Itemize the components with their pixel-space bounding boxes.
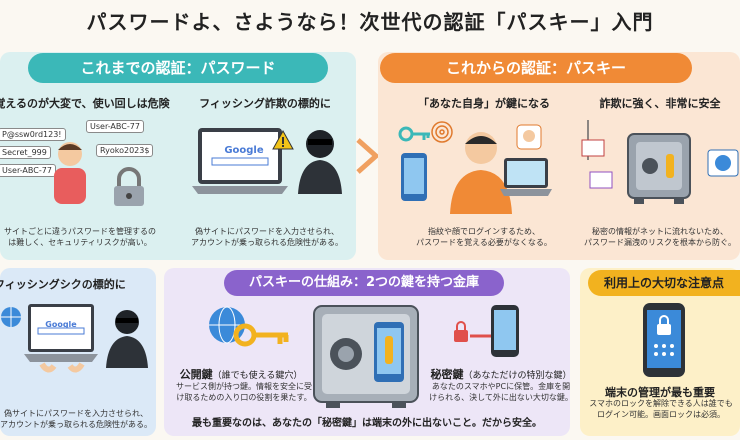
laptop-icon <box>24 304 98 373</box>
phishing-box: フィッシングシクの標的に Google 偽サイトにパスワードを入力させられ、 ア… <box>0 268 156 436</box>
caution-note-1: スマホのロックを解除できる人は誰でも <box>589 399 733 408</box>
warning-icon <box>272 129 294 150</box>
memorize-caption: 覚えるのが大変で、使い回しは危険 <box>0 97 170 110</box>
hacker-icon <box>298 130 342 194</box>
safe-icon <box>313 305 419 408</box>
globe-icon <box>1 307 21 327</box>
biometric-caption: 「あなた自身」が鍵になる <box>418 97 550 110</box>
public-key-label: 公開鍵（誰でも使える鍵穴） <box>176 366 306 382</box>
smartphone-icon <box>401 153 427 201</box>
safe-icon <box>627 133 691 204</box>
fingerprint-icon <box>431 121 453 143</box>
phishing-box-note-1: 偽サイトにパスワードを入力させられ、 <box>3 409 149 418</box>
secure-note-2: パスワード漏洩のリスクを根本から防ぐ。 <box>584 238 736 247</box>
google-logo: Google <box>224 145 264 156</box>
phishing-caption: フィッシング詐欺の標的に <box>199 97 331 110</box>
confused-person-icon <box>54 142 86 204</box>
google-logo: Google <box>45 320 77 329</box>
biometric-note-1: 指紋や顔でログインするため、 <box>428 227 540 236</box>
hacker-icon <box>106 310 148 368</box>
password-tag-5: User-ABC-77 <box>0 164 56 177</box>
secure-note-1: 秘密の情報がネットに流れないため、 <box>592 227 728 236</box>
public-key-note-1: サービス側が持つ鍵。情報を安全に受 <box>176 382 312 391</box>
public-key-title: 公開鍵 <box>179 368 213 381</box>
password-tag-3: Secret_999 <box>0 146 51 159</box>
private-key-title: 秘密鍵 <box>430 368 464 381</box>
password-tag-4: Ryoko2023$ <box>96 144 154 157</box>
fishing-hook-icon <box>581 120 613 189</box>
password-tag-1: P@ssw0rd123! <box>0 128 66 141</box>
secure-caption: 詐欺に強く、非常に安全 <box>599 97 721 110</box>
caution-banner: 利用上の大切な注意点 <box>588 270 740 296</box>
phishing-note-1: 偽サイトにパスワードを入力させられ、 <box>194 227 340 236</box>
public-key-note-2: け取るための入り口の役割を果たす。 <box>176 393 312 402</box>
person-icon <box>450 132 512 214</box>
arrow-right-icon <box>356 138 380 174</box>
private-key-note-2: けられる、決して外に出ない大切な鍵。 <box>429 393 573 402</box>
smartphone-lock-icon <box>643 303 685 377</box>
mechanism-banner: パスキーの仕組み：2つの鍵を持つ金庫 <box>224 270 504 296</box>
private-key-label: 秘密鍵（あなただけの特別な鍵） <box>428 366 574 382</box>
key-icon <box>398 126 430 142</box>
phishing-box-note-2: アカウントが乗っ取られる危険性がある。 <box>0 420 152 429</box>
old-auth-banner: これまでの認証：パスワード <box>28 53 328 83</box>
mechanism-footer: 最も重要なのは、あなたの「秘密鍵」は端末の外に出ないこと。だから安全。 <box>192 418 542 429</box>
biometric-note-2: パスワードを覚える必要がなくなる。 <box>416 238 552 247</box>
private-key-note-1: あなたのスマホやPCに保管。金庫を開 <box>431 382 571 391</box>
laptop-icon <box>192 128 288 194</box>
password-tag-2: User-ABC-77 <box>86 120 144 133</box>
smartphone-icon <box>491 305 519 357</box>
private-key-subtitle: （あなただけの特別な鍵） <box>463 371 572 381</box>
laptop-icon <box>500 158 552 196</box>
caution-note-2: ログイン可能。画面ロックは必須。 <box>597 410 725 419</box>
globe-icon <box>707 149 739 177</box>
phishing-box-caption: フィッシングシクの標的に <box>0 278 126 291</box>
memorize-note-2: は難しく、セキュリティリスクが高い。 <box>8 238 152 247</box>
public-key-subtitle: （誰でも使える鍵穴） <box>212 371 303 381</box>
phishing-note-2: アカウントが乗っ取られる危険性がある。 <box>191 238 343 247</box>
caution-caption: 端末の管理が最も重要 <box>605 386 715 399</box>
padlock-icon <box>114 167 144 206</box>
page-title: パスワードよ、さようなら！次世代の認証「パスキー」入門 <box>86 10 654 34</box>
new-auth-banner: これからの認証：パスキー <box>380 53 692 83</box>
face-scan-icon <box>516 124 542 150</box>
key-icon <box>233 323 289 347</box>
memorize-note-1: サイトごとに違うパスワードを管理するの <box>4 227 156 236</box>
